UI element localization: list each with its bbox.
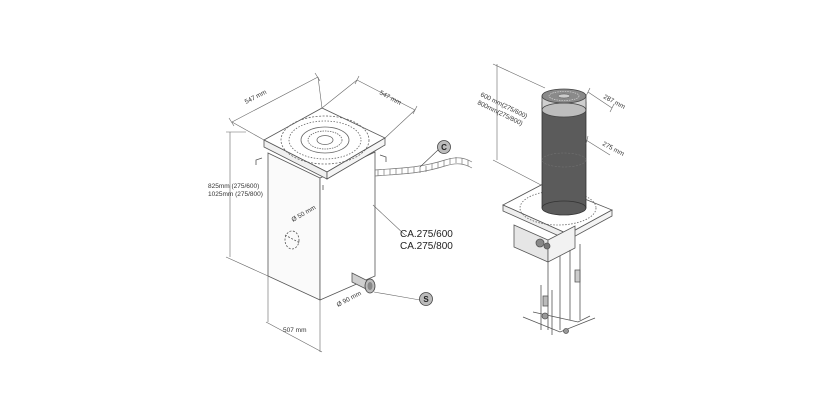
right-dimension-lines: [492, 63, 615, 186]
callout-c-label: C: [441, 143, 447, 152]
flexible-conduit: [374, 157, 473, 177]
dim-height-2: 1025mm (275/800): [208, 191, 263, 198]
model-label-1: CA.275/600: [400, 229, 453, 240]
dim-drain: Ø 90 mm: [336, 290, 363, 309]
dim-column: 275 mm: [601, 141, 625, 158]
dim-base: 507 mm: [283, 327, 306, 334]
dim-width-top: 547 mm: [244, 89, 268, 106]
bollard-column: [541, 88, 587, 216]
left-dimension-lines: [225, 72, 421, 353]
dim-depth-top: 547 mm: [378, 90, 402, 107]
callout-s-label: S: [423, 295, 429, 304]
callout-c-marker: C: [419, 140, 451, 168]
callout-s-marker: S: [419, 292, 433, 306]
dim-height-1: 825mm (275/600): [208, 183, 259, 190]
model-label-2: CA.275/800: [400, 241, 453, 252]
dim-head: 287 mm: [602, 94, 626, 111]
foundation-box: [255, 107, 387, 301]
